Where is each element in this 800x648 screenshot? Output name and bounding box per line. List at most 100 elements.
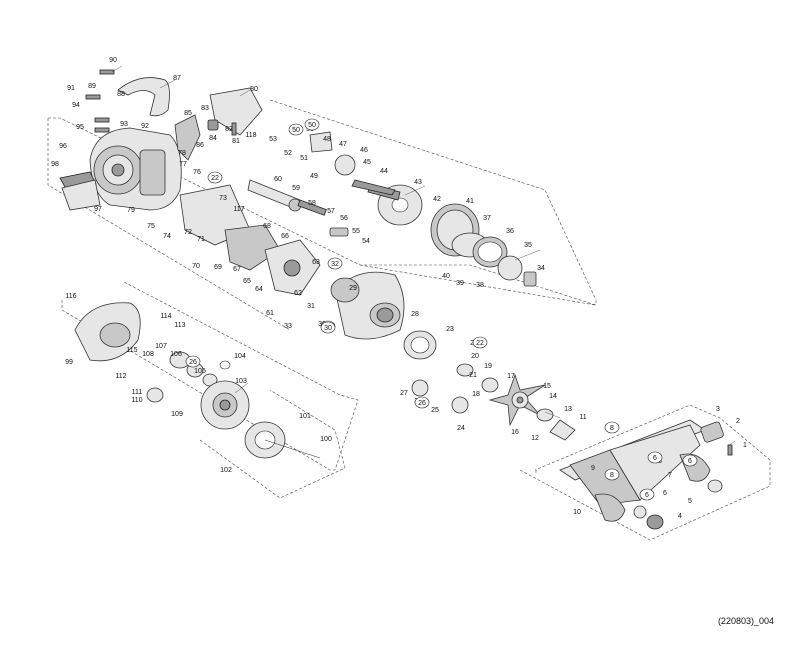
part-label-113: 113 xyxy=(174,322,185,329)
circled-label-22: 22 xyxy=(472,336,488,349)
part-label-57: 57 xyxy=(327,208,335,215)
part-label-1: 1 xyxy=(743,442,747,449)
frame-assembly xyxy=(59,69,263,211)
part-label-19: 19 xyxy=(484,363,492,370)
part-label-101: 101 xyxy=(299,413,311,420)
part-label-14: 14 xyxy=(549,393,557,400)
part-label-49: 49 xyxy=(310,173,318,180)
part-label-100: 100 xyxy=(320,436,332,443)
part-label-52: 52 xyxy=(284,150,292,157)
part-label-108: 108 xyxy=(142,351,154,358)
part-label-84: 84 xyxy=(209,135,217,142)
part-label-28: 28 xyxy=(411,311,419,318)
part-label-43: 43 xyxy=(414,179,422,186)
part-label-11: 11 xyxy=(579,414,586,421)
part-label-98: 98 xyxy=(51,161,59,168)
part-label-93: 93 xyxy=(120,121,128,128)
circled-label-26: 26 xyxy=(414,396,430,409)
part-label-10: 10 xyxy=(573,509,581,516)
part-label-6: 6 xyxy=(663,490,667,497)
star-drag xyxy=(488,373,576,441)
svg-text:26: 26 xyxy=(189,359,197,366)
part-label-95: 95 xyxy=(76,124,84,131)
part-label-97: 97 xyxy=(94,206,102,213)
part-label-83: 83 xyxy=(201,105,209,112)
part-label-112: 112 xyxy=(115,373,126,380)
part-label-20: 20 xyxy=(471,353,479,360)
part-label-82: 82 xyxy=(225,126,233,133)
part-label-90: 90 xyxy=(109,57,117,64)
svg-text:8: 8 xyxy=(610,472,614,479)
part-label-89: 89 xyxy=(88,83,96,90)
part-label-64: 64 xyxy=(255,286,263,293)
part-label-96: 96 xyxy=(59,143,67,150)
part-label-9: 9 xyxy=(591,465,595,472)
part-label-106: 106 xyxy=(170,351,182,358)
svg-text:32: 32 xyxy=(331,261,339,268)
circled-label-8: 8 xyxy=(604,468,620,481)
svg-text:6: 6 xyxy=(645,492,649,499)
part-label-76: 76 xyxy=(193,169,201,176)
part-label-65: 65 xyxy=(243,278,251,285)
part-label-48: 48 xyxy=(323,136,331,143)
part-label-3: 3 xyxy=(716,406,720,413)
part-label-80: 80 xyxy=(250,86,258,93)
part-label-85: 85 xyxy=(184,110,192,117)
part-label-15: 15 xyxy=(543,383,551,390)
part-label-36: 36 xyxy=(506,228,514,235)
part-label-5: 5 xyxy=(688,498,692,505)
part-label-16: 16 xyxy=(511,429,519,436)
part-label-68: 68 xyxy=(263,223,271,230)
handle-assembly xyxy=(559,419,733,530)
circled-label-6: 6 xyxy=(682,454,698,467)
part-label-75: 75 xyxy=(147,223,155,230)
part-label-70: 70 xyxy=(192,263,200,270)
part-label-63: 63 xyxy=(312,259,320,266)
part-label-103: 103 xyxy=(235,378,247,385)
part-label-99: 99 xyxy=(65,359,73,366)
part-label-18: 18 xyxy=(472,391,480,398)
part-label-25: 25 xyxy=(431,407,439,414)
part-label-35: 35 xyxy=(524,242,532,249)
part-label-67: 67 xyxy=(233,266,241,273)
svg-text:30: 30 xyxy=(324,325,332,332)
spool-clutch-assembly xyxy=(330,271,499,414)
part-label-42: 42 xyxy=(433,196,441,203)
svg-text:6: 6 xyxy=(688,458,692,465)
group-boundaries xyxy=(47,99,771,541)
part-label-21: 21 xyxy=(469,372,477,379)
part-label-47: 47 xyxy=(339,141,347,148)
part-label-104: 104 xyxy=(234,353,246,360)
part-label-69: 69 xyxy=(214,264,222,271)
gear-train xyxy=(309,131,537,287)
leader-lines xyxy=(111,65,736,447)
part-label-61: 61 xyxy=(266,310,274,317)
part-label-111: 111 xyxy=(132,389,143,396)
part-label-114: 114 xyxy=(160,313,171,320)
part-label-94: 94 xyxy=(72,102,80,109)
circled-label-6: 6 xyxy=(639,488,655,501)
part-label-23: 23 xyxy=(446,326,454,333)
part-label-78: 78 xyxy=(178,150,186,157)
part-label-56: 56 xyxy=(340,215,348,222)
svg-text:26: 26 xyxy=(418,400,426,407)
part-label-107: 107 xyxy=(155,343,167,350)
part-label-102: 102 xyxy=(220,467,232,474)
part-label-116: 116 xyxy=(65,293,76,300)
part-label-51: 51 xyxy=(300,155,308,162)
part-label-13: 13 xyxy=(564,406,572,413)
part-label-58: 58 xyxy=(308,200,316,207)
part-label-17: 17 xyxy=(507,373,515,380)
part-label-72: 72 xyxy=(184,229,192,236)
reference-code: (220803)_004 xyxy=(717,616,774,626)
part-label-41: 41 xyxy=(466,198,474,205)
circled-label-32: 32 xyxy=(327,257,343,270)
circled-labels: 22263032506866826225030 xyxy=(185,118,698,501)
part-labels: 1234567891011121314151617181920212223242… xyxy=(51,57,747,520)
part-label-118: 118 xyxy=(245,132,256,139)
part-label-105: 105 xyxy=(194,368,206,375)
part-label-38: 38 xyxy=(476,282,484,289)
part-label-24: 24 xyxy=(457,425,465,432)
part-label-39: 39 xyxy=(456,280,464,287)
